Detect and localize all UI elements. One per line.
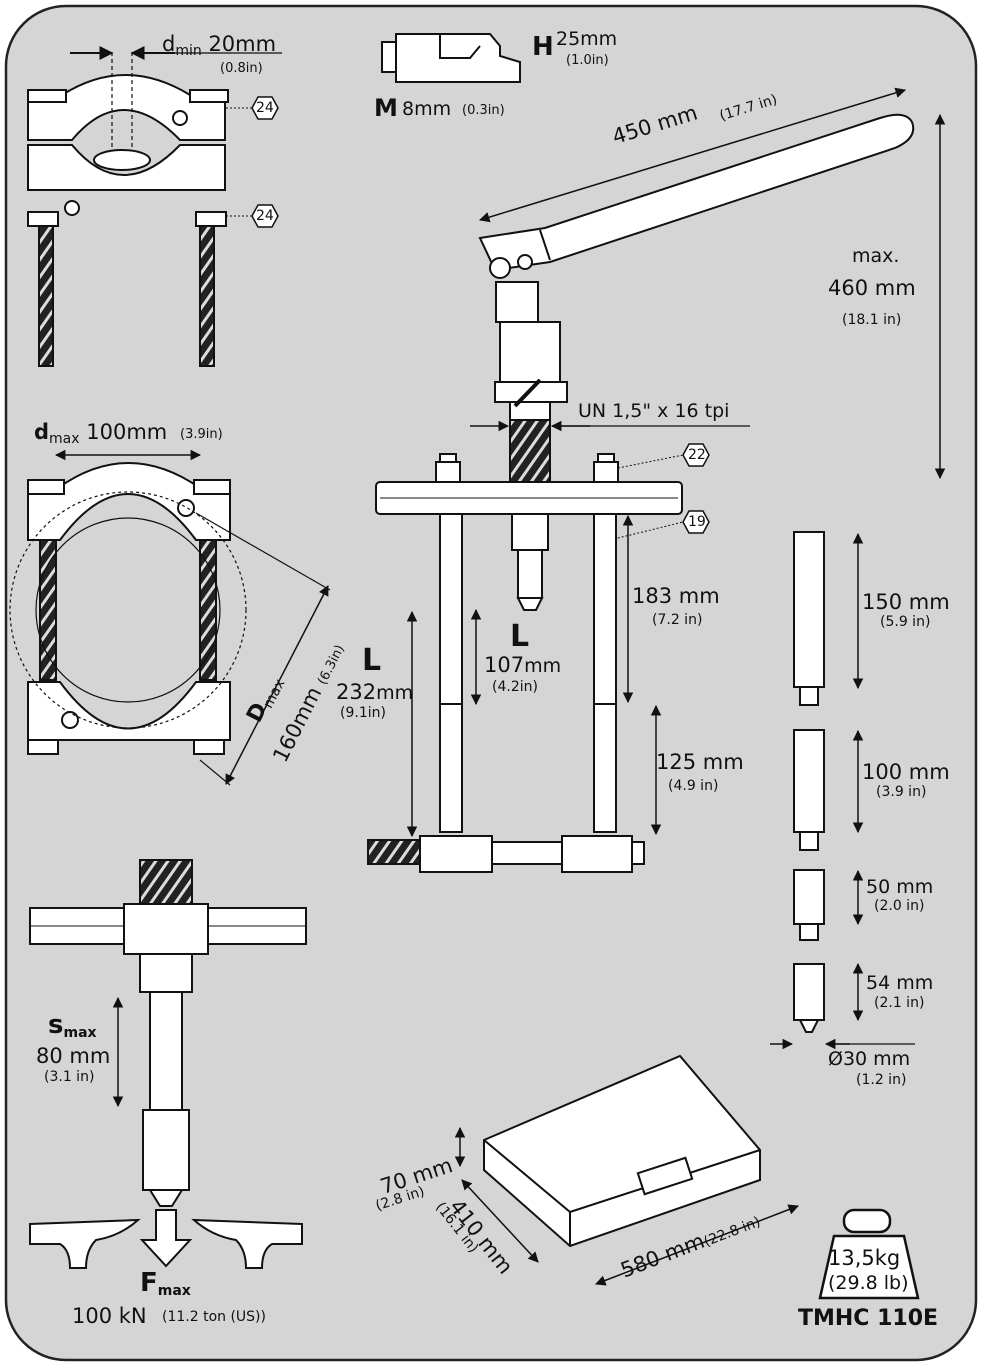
m-inch: (0.3in) — [462, 103, 505, 118]
frame — [4, 4, 978, 1362]
callout-22-label: 22 — [688, 447, 706, 463]
ext-150-inch: (5.9 in) — [880, 614, 931, 630]
L107-inch: (4.2in) — [492, 679, 538, 695]
force-arrow — [139, 1209, 193, 1268]
rod-183-inch: (7.2 in) — [652, 612, 703, 628]
smax-label: smax — [48, 1010, 97, 1041]
fmax-label: Fmax — [140, 1268, 191, 1299]
smax-value: 80 mm — [36, 1044, 111, 1068]
dmin-inch: (0.8in) — [220, 61, 263, 76]
ext-100-inch: (3.9 in) — [876, 784, 927, 800]
h-inch: (1.0in) — [566, 53, 609, 68]
tip-54-inch: (2.1 in) — [874, 995, 925, 1011]
rod-125-inch: (4.9 in) — [668, 778, 719, 794]
L107-value: 107mm — [484, 653, 562, 677]
L-outer-symbol: L — [362, 643, 382, 678]
dmax-inch: (3.9in) — [180, 427, 223, 442]
L232-value: 232mm — [336, 680, 414, 704]
callout-24-bottom-label: 24 — [256, 208, 274, 224]
callout-24-top — [226, 96, 279, 120]
dmax-label: dmax 100mm — [34, 420, 168, 447]
weight-icon — [818, 1208, 920, 1300]
diameter-inch: (1.2 in) — [856, 1072, 907, 1088]
height-value: 460 mm — [828, 276, 916, 300]
L232-inch: (9.1in) — [340, 705, 386, 721]
callout-19 — [609, 510, 710, 541]
fmax-inch: (11.2 ton (US)) — [162, 1309, 266, 1325]
carry-case — [483, 1054, 761, 1248]
separator-small — [27, 52, 229, 367]
crossbar — [375, 453, 683, 611]
ext-50: 50 mm — [866, 876, 934, 898]
extension-50 — [793, 869, 825, 941]
callout-24-top-label: 24 — [256, 100, 274, 116]
rod-183: 183 mm — [632, 584, 720, 608]
ext-50-inch: (2.0 in) — [874, 898, 925, 914]
bearing-outline — [29, 1218, 303, 1269]
thread-label: UN 1,5" x 16 tpi — [578, 400, 730, 422]
callout-19-label: 19 — [688, 514, 706, 530]
callout-24-bottom — [226, 204, 279, 228]
tip-54: 54 mm — [866, 972, 934, 994]
extension-rods — [439, 513, 617, 833]
h-label: H — [532, 32, 554, 62]
jaw-piece — [381, 33, 521, 83]
m-label: M — [374, 94, 398, 122]
callout-22 — [617, 443, 710, 469]
fmax-value: 100 kN — [72, 1304, 147, 1328]
tip-54 — [793, 963, 825, 1033]
m-value: 8mm — [402, 98, 452, 120]
diameter-value: Ø30 mm — [828, 1048, 911, 1070]
ext-150: 150 mm — [862, 590, 950, 614]
L-inner-symbol: L — [510, 619, 530, 654]
h-value: 25mm — [556, 28, 618, 50]
extension-100 — [793, 729, 825, 851]
dmin-label: dmin 20mm — [162, 32, 277, 59]
model-name: TMHC 110E — [798, 1306, 939, 1331]
height-inch: (18.1 in) — [842, 312, 902, 328]
height-max: max. — [852, 245, 900, 267]
ext-100: 100 mm — [862, 760, 950, 784]
weight-lb: (29.8 lb) — [828, 1272, 909, 1294]
weight-kg: 13,5kg — [828, 1246, 901, 1270]
extension-150 — [793, 531, 825, 706]
bottom-beam — [367, 835, 645, 873]
smax-inch: (3.1 in) — [44, 1069, 95, 1085]
rod-125: 125 mm — [656, 750, 744, 774]
stroke-detail — [29, 859, 307, 1207]
